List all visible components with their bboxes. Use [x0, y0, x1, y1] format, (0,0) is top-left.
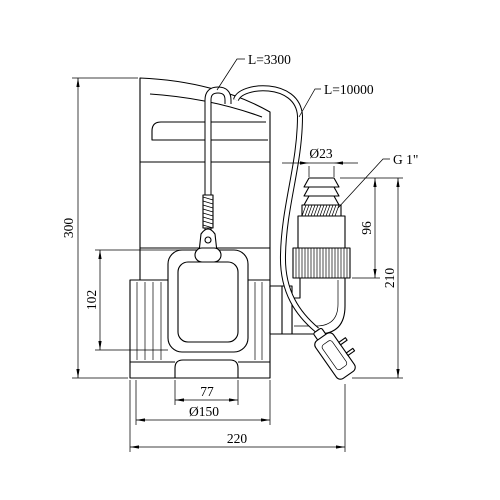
dimension-total-width: 220: [129, 380, 346, 452]
clamp-body: [198, 228, 218, 253]
outlet-body: [297, 215, 346, 249]
outlet-nut: [292, 247, 351, 279]
plug-body: [314, 332, 356, 380]
plug-pin: [345, 347, 356, 356]
outlet-thread-label: G 1": [393, 152, 418, 167]
total-width-value: 220: [227, 431, 248, 446]
leader-line: [337, 158, 390, 209]
float-clamp: [194, 228, 222, 263]
float-height-value: 102: [84, 290, 99, 310]
plug-pin: [338, 337, 348, 346]
outlet-total-height-value: 210: [382, 268, 397, 289]
float-cable-length-label: L=3300: [248, 52, 291, 67]
cable-spring: [202, 194, 214, 229]
power-plug: [313, 327, 356, 380]
hose-barb-ridge: [303, 177, 340, 188]
leader-line: [298, 88, 321, 118]
thread-hatching: [301, 204, 340, 217]
power-cable-core: [234, 86, 319, 332]
dimension-outlet-section-height: 96: [340, 177, 403, 279]
dimension-total-height: 300: [61, 77, 138, 379]
float-cable: [204, 86, 232, 236]
nut-knurling: [295, 248, 348, 278]
plug-grip: [321, 340, 348, 371]
hose-barb-ridge: [303, 195, 340, 206]
float-cable-core: [205, 87, 231, 236]
float-cap: [194, 247, 222, 263]
outlet-section-height-value: 96: [359, 221, 374, 235]
outlet-assembly: [269, 177, 351, 335]
callout-power-cable: L=10000: [298, 82, 374, 118]
total-height-value: 300: [61, 218, 76, 239]
spring-coils: [202, 196, 214, 229]
foot-recess: [174, 359, 239, 378]
power-cable: [233, 85, 319, 333]
outlet-diameter-label: Ø23: [309, 146, 332, 161]
pump-outlet-connector: [269, 285, 293, 335]
dimension-base-diameter: Ø150: [135, 380, 271, 425]
base-diameter-value: Ø150: [189, 404, 219, 419]
dimension-outlet-diameter: Ø23: [282, 146, 358, 177]
float-switch: [167, 249, 249, 353]
handle-opening: [151, 121, 268, 141]
leader-line: [216, 58, 245, 91]
power-cable-length-label: L=10000: [324, 82, 374, 97]
callout-outlet-thread: G 1": [337, 152, 418, 209]
spring-body: [202, 194, 214, 229]
base-ribs: [136, 282, 263, 360]
housing-top-swoop: [149, 93, 263, 118]
callout-float-cable: L=3300: [216, 52, 291, 91]
hose-barb-ridge: [303, 186, 340, 197]
foot-width-value: 77: [200, 384, 214, 399]
dimension-float-height: 102: [84, 249, 195, 351]
pivot-pin: [204, 236, 212, 244]
dimension-outlet-total-height: 210: [352, 178, 403, 379]
dimension-foot-width: 77: [174, 380, 239, 405]
